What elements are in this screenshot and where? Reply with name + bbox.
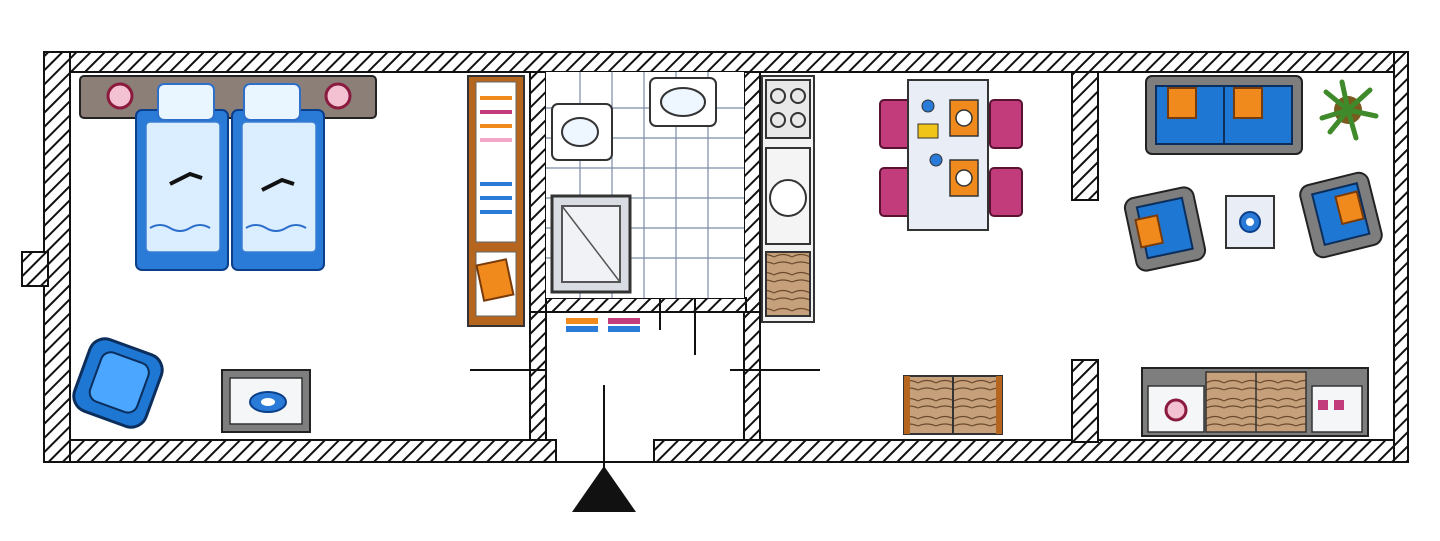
- wall-bath-bottom: [545, 297, 747, 313]
- nightstand-lamp-left: [106, 82, 134, 110]
- tv-unit: [1141, 367, 1369, 437]
- nightstand-lamp-right: [324, 82, 352, 110]
- bed-left: [135, 83, 229, 271]
- wall-left: [43, 51, 71, 463]
- armchair-left: [1123, 186, 1207, 272]
- counter-drawer: [765, 251, 811, 317]
- wall-bath-left: [529, 71, 547, 313]
- wall-corridor-left: [529, 311, 547, 441]
- coffee-table: [1225, 195, 1275, 249]
- cooktop: [765, 79, 811, 139]
- dining-table: [907, 79, 989, 231]
- entrance-arrow-icon: [572, 466, 636, 512]
- sofa: [1145, 75, 1303, 155]
- bathroom: [546, 72, 744, 332]
- sideboard: [903, 375, 1003, 435]
- wall-bath-right: [743, 71, 761, 313]
- wardrobe: [467, 75, 525, 327]
- washing-machine: [765, 147, 811, 245]
- wall-stub-upper: [1071, 71, 1099, 201]
- toilet: [551, 103, 613, 161]
- bedroom-side-table: [221, 369, 311, 433]
- left-wall-jog: [21, 251, 49, 287]
- towel-rack: [566, 318, 640, 332]
- wall-top: [43, 51, 1409, 73]
- bedroom-armchair: [72, 337, 164, 429]
- kitchen-strip: [761, 75, 815, 323]
- bed-right: [231, 83, 325, 271]
- wall-right: [1393, 51, 1409, 463]
- dining-area: [879, 79, 1023, 435]
- wall-bottom-right: [653, 439, 1409, 463]
- wall-corridor-right: [743, 311, 761, 441]
- shower: [550, 194, 632, 294]
- exterior-walls: [21, 51, 1409, 463]
- sink: [649, 77, 717, 127]
- door-lines: [470, 290, 820, 470]
- living-area: [1123, 75, 1383, 437]
- wall-stub-lower: [1071, 359, 1099, 443]
- potted-plant: [1319, 79, 1379, 141]
- bedroom: [72, 75, 525, 433]
- wall-bottom-left: [43, 439, 557, 463]
- armchair-right: [1299, 171, 1383, 259]
